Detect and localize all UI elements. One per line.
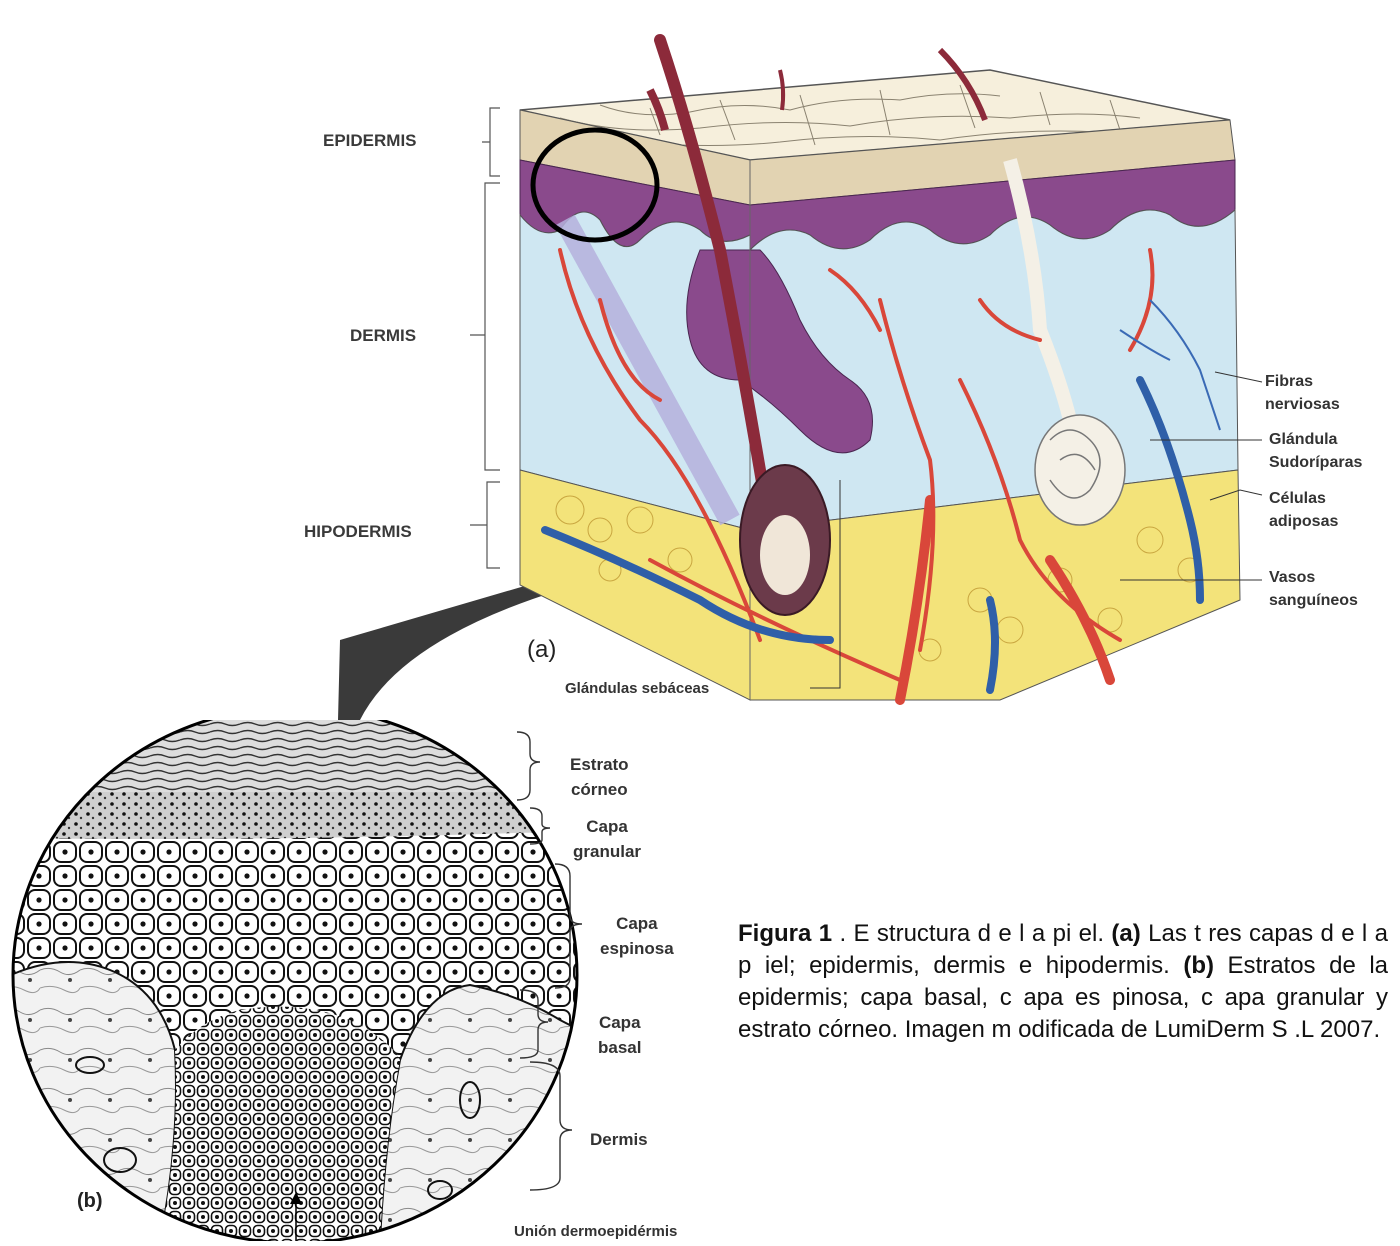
label-epidermis: EPIDERMIS <box>323 129 417 152</box>
label-dermis-b: Dermis <box>590 1128 648 1151</box>
layer-brackets <box>470 108 500 568</box>
label-celulas-adiposas: Células adiposas <box>1269 487 1338 533</box>
label-vasos-sanguineos: Vasos sanguíneos <box>1269 566 1358 612</box>
caption-figure: Figura 1 <box>738 920 832 947</box>
sweat-gland-coil <box>1035 415 1125 525</box>
label-glandula-sudoriparas: Glándula Sudoríparas <box>1269 428 1362 474</box>
epidermis-histology <box>0 720 740 1241</box>
figure-b <box>0 720 740 1241</box>
histology-corneum <box>0 720 600 792</box>
histology-basal <box>160 1007 400 1241</box>
histology-granular <box>0 792 600 839</box>
tag-a: (a) <box>527 636 556 664</box>
caption-part-1: . E structura d e l a pi el. <box>832 920 1111 947</box>
label-dermis: DERMIS <box>350 324 416 347</box>
label-hipodermis: HIPODERMIS <box>304 520 412 543</box>
caption-tag-a: (a) <box>1111 920 1140 947</box>
figure-caption: Figura 1 . E structura d e l a pi el. (a… <box>738 918 1388 1046</box>
label-fibras-nerviosas: Fibras nerviosas <box>1265 370 1340 416</box>
label-capa-basal: Capa basal <box>598 1010 641 1060</box>
label-capa-espinosa: Capa espinosa <box>600 911 674 961</box>
label-glandulas-sebaceas: Glándulas sebáceas <box>565 677 709 700</box>
label-capa-granular: Capa granular <box>573 814 641 864</box>
figure-a <box>0 0 1400 720</box>
label-estrato-corneo: Estrato córneo <box>570 752 629 802</box>
label-union-dermoepidermis: Unión dermoepidérmis <box>514 1220 677 1243</box>
caption-tag-b: (b) <box>1183 952 1214 979</box>
skin-block-illustration <box>0 0 1400 720</box>
tag-b: (b) <box>77 1190 103 1213</box>
